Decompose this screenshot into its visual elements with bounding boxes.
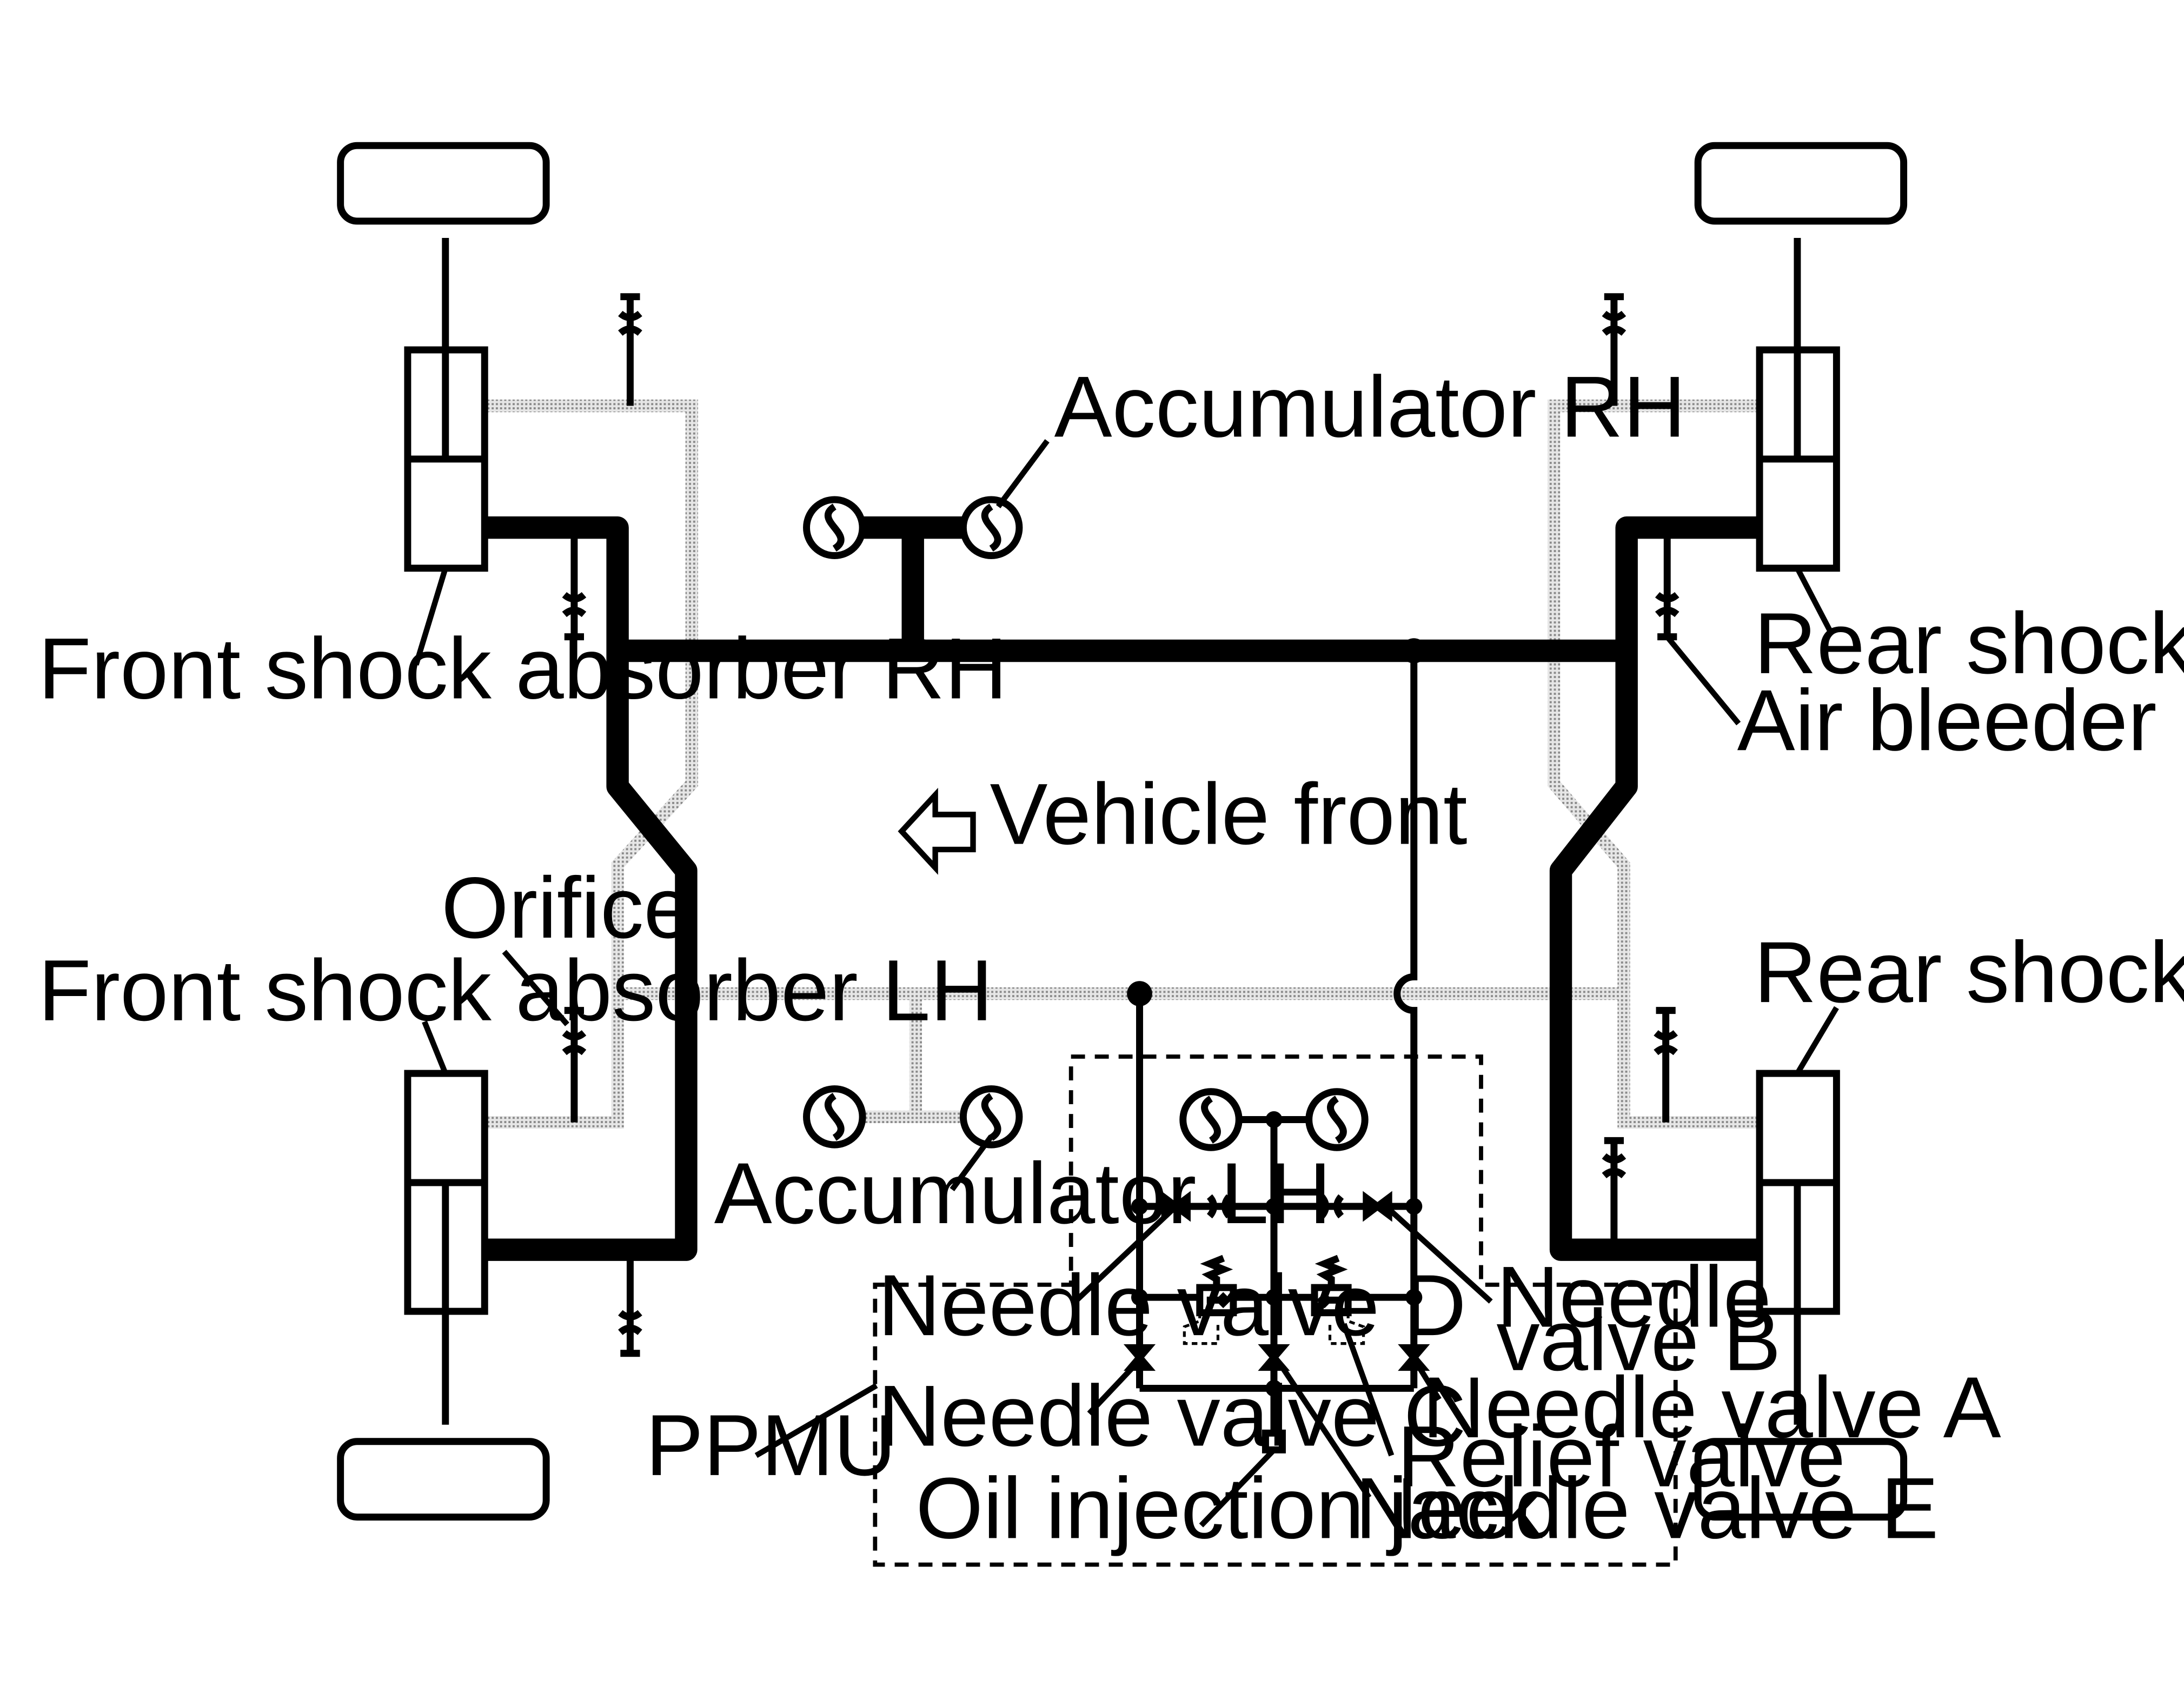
wheel-rear-rh: [1694, 142, 1908, 225]
label-ppmu: PPMU: [646, 1397, 897, 1494]
air-bleeder-rear-rh-lower: [1655, 527, 1680, 641]
hydraulic-line-rh-circuit: [484, 516, 1761, 1261]
label-relief-valve: Relief valve: [1397, 1409, 1846, 1505]
needle-valve-a-icon: [1398, 1344, 1430, 1371]
wheel-front-lh: [337, 1438, 550, 1521]
needle-valve-e-icon: [1258, 1344, 1290, 1371]
air-bleeder-rear-lh-upper: [1654, 1007, 1678, 1123]
orifice-ppmu-left-icon: [1206, 1194, 1232, 1219]
needle-valve-b-icon: [1363, 1191, 1392, 1222]
orifice-front-lh: [562, 1007, 587, 1123]
air-bleeder-front-rh-lower: [562, 527, 587, 641]
label-oil-injection-jack: Oil injection jack: [915, 1460, 1543, 1557]
ppmu-accumulator-pair: [1179, 1088, 1369, 1151]
air-bleeder-rear-lh-lower: [1602, 1137, 1627, 1250]
vehicle-front-arrow-icon: [898, 787, 976, 875]
air-bleeder-front-lh-lower: [618, 1250, 642, 1357]
ppmu-junctions: [1131, 1111, 1423, 1397]
label-needle-valve-a: Needle valve A: [1422, 1359, 2001, 1456]
relief-valve-right-icon: [1311, 1255, 1365, 1345]
label-front-shock-absorber-rh: Front shock absorber RH: [38, 620, 1007, 717]
label-rear-shock-absorber-lh: Rear shock absorber LH: [1754, 924, 2184, 1021]
air-bleeder-rear-rh-upper: [1602, 293, 1627, 406]
front-shock-absorber-rh: [404, 237, 488, 572]
label-needle-valve-b-line1: Needle: [1496, 1249, 1771, 1346]
label-front-shock-absorber-lh: Front shock absorber LH: [38, 943, 993, 1039]
label-needle-valve-c: Needle valve C: [878, 1368, 1466, 1465]
label-vehicle-front: Vehicle front: [990, 766, 1468, 863]
leader-lines: [413, 439, 1839, 1528]
front-shock-absorber-lh: [404, 1070, 488, 1425]
accumulator-rh: [803, 496, 1023, 559]
ppmu-connection-lines: [1136, 651, 1418, 1206]
label-accumulator-rh: Accumulator RH: [1054, 359, 1686, 455]
relief-valve-left-icon: [1183, 1255, 1237, 1345]
air-bleeder-front-rh-upper: [618, 293, 642, 406]
wheel-front-rh: [337, 142, 550, 225]
label-orifice: Orifice: [441, 860, 692, 957]
label-needle-valve-e: Needle valve E: [1355, 1460, 1939, 1557]
accumulator-lh: [803, 1085, 1023, 1149]
orifice-ppmu-right-icon: [1318, 1194, 1344, 1219]
wheel-rear-lh: [1694, 1438, 1908, 1521]
needle-valve-d-icon: [1161, 1191, 1191, 1222]
rear-shock-absorber-rh: [1756, 237, 1840, 572]
label-air-bleeder: Air bleeder: [1737, 672, 2157, 769]
label-accumulator-lh: Accumulator LH: [714, 1145, 1331, 1242]
label-needle-valve-d: Needle valve D: [878, 1257, 1466, 1354]
label-rear-shock-absorber-rh: Rear shock absorber RH: [1754, 595, 2184, 692]
label-needle-valve-b-line2: valve B: [1496, 1292, 1781, 1389]
ppmu-boundary: [873, 1054, 1678, 1567]
